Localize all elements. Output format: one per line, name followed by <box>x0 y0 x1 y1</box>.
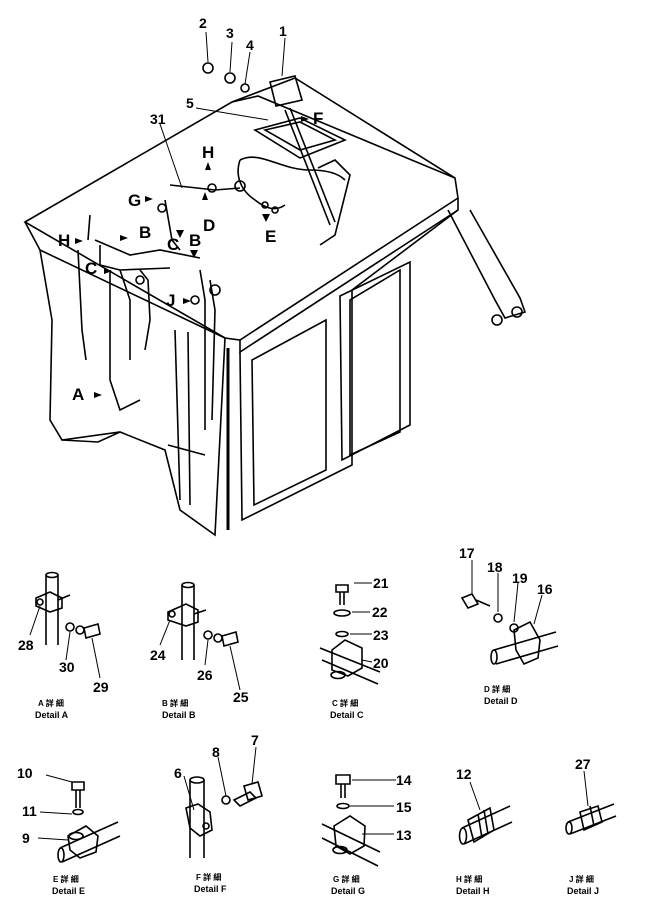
view-letter-c-1: C <box>167 235 179 254</box>
detail-e-part-10: 10 <box>17 765 33 781</box>
detail-g-caption-top: G 詳 細 <box>333 874 360 884</box>
detail-b-part-26: 26 <box>197 667 213 683</box>
detail-d-part-17: 17 <box>459 545 475 561</box>
detail-d-caption: Detail D <box>484 696 518 706</box>
view-letter-f: F <box>313 109 323 128</box>
detail-h-part-12: 12 <box>456 766 472 782</box>
detail-b-part-25: 25 <box>233 689 249 705</box>
detail-e-caption: Detail E <box>52 886 85 896</box>
detail-d-caption-top: D 詳 細 <box>484 684 510 694</box>
detail-j-part-27: 27 <box>575 756 591 772</box>
detail-c <box>319 582 381 685</box>
detail-f-part-8: 8 <box>212 744 220 760</box>
view-letter-h-top: H <box>202 143 214 162</box>
view-letter-a: A <box>72 385 84 404</box>
detail-g <box>321 774 396 867</box>
detail-b-caption: Detail B <box>162 710 196 720</box>
callout-5: 5 <box>186 95 194 111</box>
detail-a-caption: Detail A <box>35 710 69 720</box>
detail-j <box>565 770 617 835</box>
detail-e-part-9: 9 <box>22 830 30 846</box>
detail-g-part-13: 13 <box>396 827 412 843</box>
detail-b-part-24: 24 <box>150 647 166 663</box>
detail-g-part-15: 15 <box>396 799 412 815</box>
callout-3: 3 <box>226 25 234 41</box>
detail-c-caption: Detail C <box>330 710 364 720</box>
detail-e-caption-top: E 詳 細 <box>53 874 79 884</box>
callout-31: 31 <box>150 111 166 127</box>
detail-h <box>458 781 513 845</box>
detail-c-caption-top: C 詳 細 <box>332 698 358 708</box>
detail-c-part-21: 21 <box>373 575 389 591</box>
view-letter-c-2: C <box>85 259 97 278</box>
callout-2: 2 <box>199 15 207 31</box>
view-letter-j: J <box>166 291 175 310</box>
callout-1: 1 <box>279 23 287 39</box>
detail-a-part-28: 28 <box>18 637 34 653</box>
callout-4: 4 <box>246 37 254 53</box>
detail-f <box>183 746 263 858</box>
view-letter-h-left: H <box>58 231 70 250</box>
view-letter-g: G <box>128 191 141 210</box>
detail-d <box>460 560 559 666</box>
detail-e <box>37 774 121 863</box>
view-letter-d: D <box>203 216 215 235</box>
detail-d-part-16: 16 <box>537 581 553 597</box>
detail-c-part-22: 22 <box>372 604 388 620</box>
detail-g-caption: Detail G <box>331 886 365 896</box>
detail-b-caption-top: B 詳 細 <box>162 698 188 708</box>
detail-a <box>29 571 101 679</box>
detail-b <box>159 581 241 691</box>
detail-g-part-14: 14 <box>396 772 412 788</box>
detail-d-part-18: 18 <box>487 559 503 575</box>
detail-e-part-11: 11 <box>22 803 37 819</box>
view-letter-b-2: B <box>189 231 201 250</box>
detail-h-caption: Detail H <box>456 886 490 896</box>
detail-h-caption-top: H 詳 細 <box>456 874 482 884</box>
detail-f-part-6: 6 <box>174 765 182 781</box>
detail-j-caption: Detail J <box>567 886 599 896</box>
detail-f-caption: Detail F <box>194 884 227 894</box>
detail-j-caption-top: J 詳 細 <box>569 874 594 884</box>
detail-a-part-30: 30 <box>59 659 75 675</box>
view-letter-e: E <box>265 227 276 246</box>
view-letter-b-1: B <box>139 223 151 242</box>
detail-c-part-23: 23 <box>373 627 389 643</box>
main-assembly-view <box>23 31 527 537</box>
detail-a-part-29: 29 <box>93 679 109 695</box>
detail-f-part-7: 7 <box>251 732 259 748</box>
detail-a-caption-top: A 詳 細 <box>38 698 64 708</box>
detail-c-part-20: 20 <box>373 655 389 671</box>
detail-f-caption-top: F 詳 細 <box>196 872 221 882</box>
detail-d-part-19: 19 <box>512 570 528 586</box>
